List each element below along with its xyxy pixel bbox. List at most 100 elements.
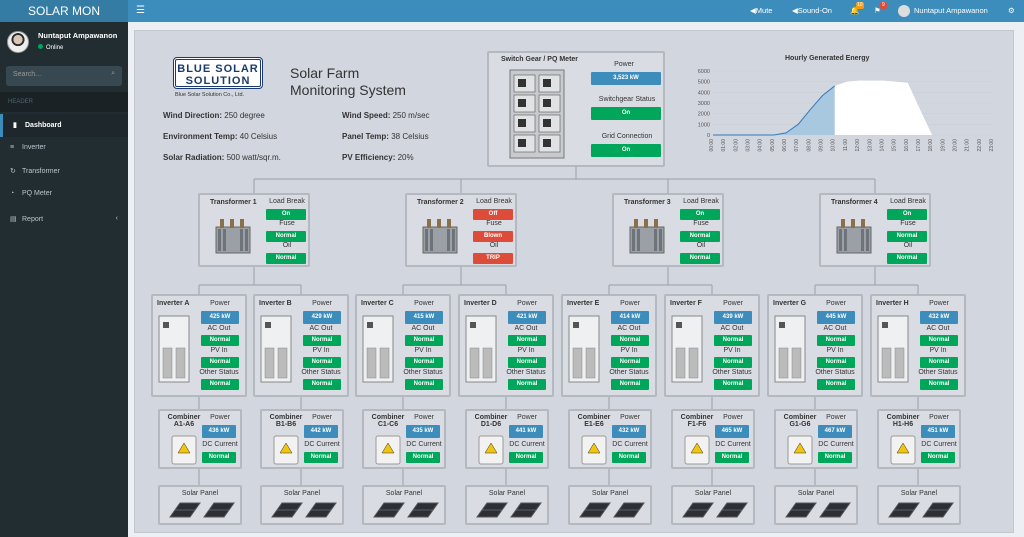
- sidebar-item-dashboard[interactable]: ▮Dashboard: [0, 114, 128, 137]
- speaker-icon: ◀: [750, 6, 756, 15]
- stat-item: PV Efficiency: 20%: [342, 153, 414, 162]
- solar-panel-box[interactable]: Solar Panel: [158, 485, 242, 525]
- user-avatar: [7, 31, 29, 53]
- dc-current-badge: Normal: [921, 452, 955, 463]
- x-tick-label: 12:00: [855, 139, 861, 152]
- transformer-fuse-badge: Normal: [887, 231, 927, 242]
- search-input[interactable]: Search...⌕: [6, 66, 122, 86]
- connection-lines: [198, 167, 919, 485]
- solar-panel-box[interactable]: Solar Panel: [671, 485, 755, 525]
- solar-panel-box[interactable]: Solar Panel: [568, 485, 652, 525]
- dc-current-badge: Normal: [818, 452, 852, 463]
- transformer-oil-badge: Normal: [680, 253, 720, 264]
- sound-on-button[interactable]: ◀Sound-On: [792, 6, 832, 15]
- status-dot-icon: [38, 44, 43, 49]
- mute-button[interactable]: ◀Mute: [750, 6, 773, 15]
- inverter-cabinet-icon: [773, 314, 807, 388]
- combiner-box-icon: [683, 434, 711, 468]
- menu-toggle-icon[interactable]: ☰: [136, 5, 145, 16]
- inverter-status-badge: Normal: [611, 335, 649, 346]
- x-tick-label: 04:00: [758, 139, 764, 152]
- solar-panel-box[interactable]: Solar Panel: [774, 485, 858, 525]
- inverter-status-badge: Normal: [201, 379, 239, 390]
- sidebar-item-pq-meter[interactable]: ◔PQ Meter: [10, 190, 52, 197]
- inverter-status-badge: Normal: [508, 357, 546, 368]
- sidebar-item-inverter[interactable]: ≡Inverter: [10, 144, 46, 151]
- solar-panel-box[interactable]: Solar Panel: [877, 485, 961, 525]
- speaker-on-icon: ◀: [792, 6, 798, 15]
- inverter-status-badge: Normal: [611, 379, 649, 390]
- search-icon[interactable]: ⌕: [111, 70, 115, 77]
- solar-panel-icon: [372, 501, 440, 521]
- bar-chart-icon: ▮: [13, 122, 17, 129]
- solar-panel-box[interactable]: Solar Panel: [362, 485, 446, 525]
- app-logo[interactable]: SOLAR MON: [0, 0, 128, 22]
- inverter-status-badge: Normal: [303, 335, 341, 346]
- flag-count-badge: 9: [880, 2, 887, 9]
- switchgear-box[interactable]: Switch Gear / PQ Meter Power 3,523 kW Sw…: [487, 51, 665, 167]
- dc-current-badge: Normal: [202, 452, 236, 463]
- sidebar-item-transformer[interactable]: ↻Transformer: [10, 168, 60, 175]
- chart-title: Hourly Generated Energy: [785, 55, 870, 62]
- x-tick-label: 21:00: [965, 139, 971, 152]
- inverter-cabinet-icon: [259, 314, 293, 388]
- inverter-title: Inverter D: [464, 300, 497, 307]
- inverter-title: Inverter H: [876, 300, 909, 307]
- transformer-load-badge: On: [680, 209, 720, 220]
- x-tick-label: 17:00: [916, 139, 922, 152]
- solar-panel-box[interactable]: Solar Panel: [260, 485, 344, 525]
- combiner-power-value: 442 kW: [304, 425, 338, 438]
- inverter-status-badge: Normal: [508, 379, 546, 390]
- y-tick-label: 6000: [698, 69, 710, 75]
- stat-item: Solar Radiation: 500 watt/sqr.m.: [163, 153, 281, 162]
- x-tick-label: 18:00: [928, 139, 934, 152]
- y-tick-label: 1000: [698, 122, 710, 128]
- x-tick-label: 20:00: [952, 139, 958, 152]
- settings-gear-icon[interactable]: ⚙: [1008, 6, 1015, 15]
- user-menu[interactable]: Nuntaput Ampawanon: [898, 0, 988, 22]
- inverter-status-badge: Normal: [817, 379, 855, 390]
- sidebar-item-report[interactable]: ▤Report‹: [10, 215, 118, 223]
- solar-panel-box[interactable]: Solar Panel: [465, 485, 549, 525]
- inverter-status-badge: Normal: [303, 379, 341, 390]
- y-tick-label: 0: [707, 133, 710, 139]
- notifications-button[interactable]: 🔔10: [850, 0, 864, 22]
- chevron-left-icon: ‹: [115, 215, 118, 222]
- x-tick-label: 03:00: [746, 139, 752, 152]
- bell-icon: 🔔: [850, 6, 860, 15]
- inverter-power-value: 445 kW: [817, 311, 855, 324]
- dc-current-badge: Normal: [406, 452, 440, 463]
- solar-panel-icon: [475, 501, 543, 521]
- dc-current-badge: Normal: [715, 452, 749, 463]
- solar-panel-icon: [681, 501, 749, 521]
- flag-icon: ⚑: [874, 6, 881, 15]
- online-status: Online: [38, 44, 63, 51]
- y-tick-label: 5000: [698, 80, 710, 86]
- transformer-oil-badge: Normal: [887, 253, 927, 264]
- combiner-box-icon: [374, 434, 402, 468]
- flags-button[interactable]: ⚑9: [874, 0, 887, 22]
- inverter-status-badge: Normal: [201, 335, 239, 346]
- transformer-title: Transformer 3: [624, 199, 671, 206]
